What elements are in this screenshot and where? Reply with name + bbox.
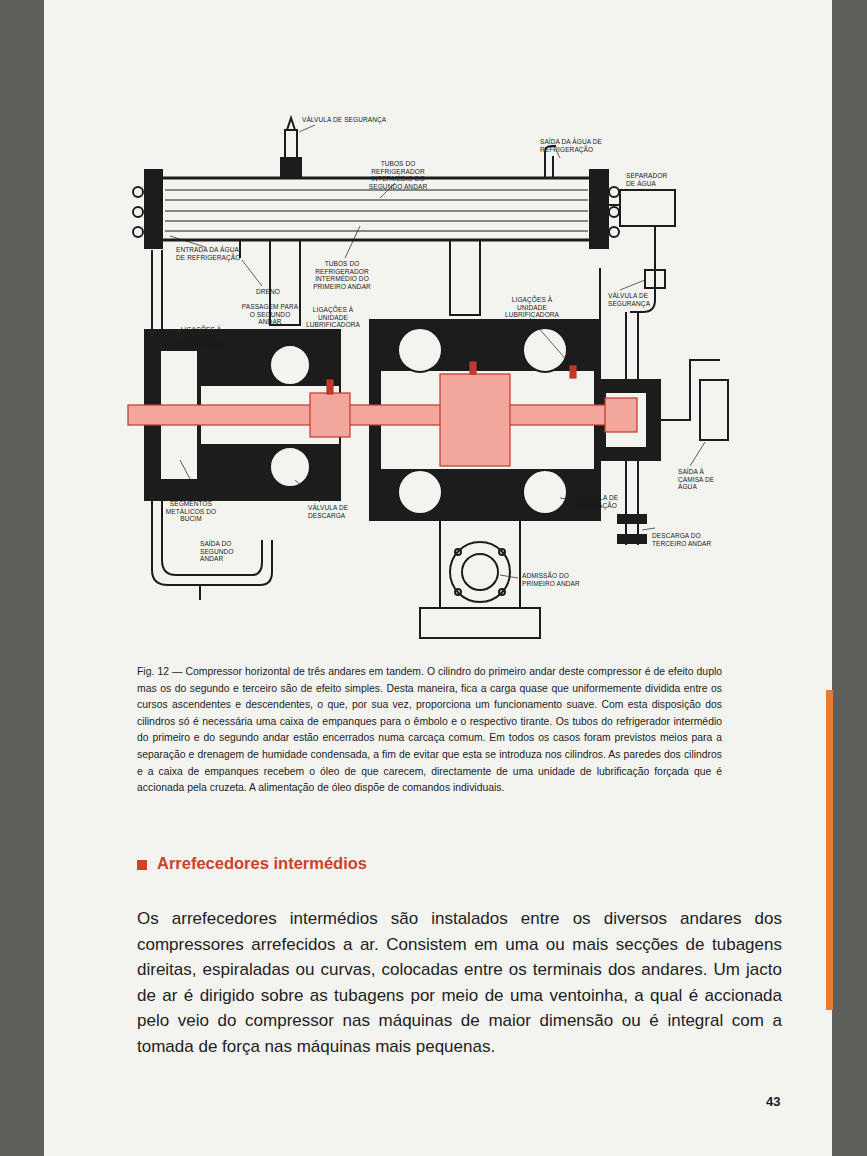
part-label: LIGAÇÕES À UNIDADE LUBRIFICADORA [168,326,234,349]
part-label: TUBOS DO REFRIGERADOR INTERMÉDIO DO PRIM… [302,260,382,290]
part-label: TUBOS DO REFRIGERADOR INTERMÉDIO DO SEGU… [362,160,434,190]
part-label: SAÍDA DO SEGUNDO ANDAR [200,540,258,563]
part-label: ADMISSÃO DO PRIMEIRO ANDAR [522,572,584,587]
part-label: LIGAÇÕES À UNIDADE LUBRIFICADORA [302,306,364,329]
part-label: ENTRADA DA ÁGUA DE REFRIGERAÇÃO [176,246,248,261]
part-label: VÁLVULA DE SEGURANÇA [302,116,386,124]
page-number: 43 [766,1094,780,1109]
part-label: DRENO [256,288,280,296]
part-label: SAÍDA À CAMISA DE ÁGUA [678,468,730,491]
part-label: DESCARGA DO TERCEIRO ANDAR [652,532,718,547]
section-heading: Arrefecedores intermédios [157,854,367,873]
figure-caption: Fig. 12 — Compressor horizontal de três … [137,664,722,797]
part-label: VÁLVULA DE DESCARGA [308,504,358,519]
part-label: SEPARADOR DE ÁGUA [626,172,674,187]
part-label: VÁLVULA DE SEGURANÇA [608,292,658,307]
part-label: LIGAÇÕES À UNIDADE LUBRIFICADORA [498,296,566,319]
part-label: SAÍDA DA ÁGUA DE REFRIGERAÇÃO [540,138,618,153]
part-label: PASSAGEM PARA O SEGUNDO ANDAR [240,303,300,326]
part-label: SEGMENTOS METÁLICOS DO BUCIM [160,500,222,523]
bullet-square [137,860,147,870]
page-edge [826,690,833,1010]
body-text: Os arrefecedores intermédios são instala… [137,906,782,1060]
part-label: VÁLVULA DE ASPIRAÇÃO [578,494,628,509]
